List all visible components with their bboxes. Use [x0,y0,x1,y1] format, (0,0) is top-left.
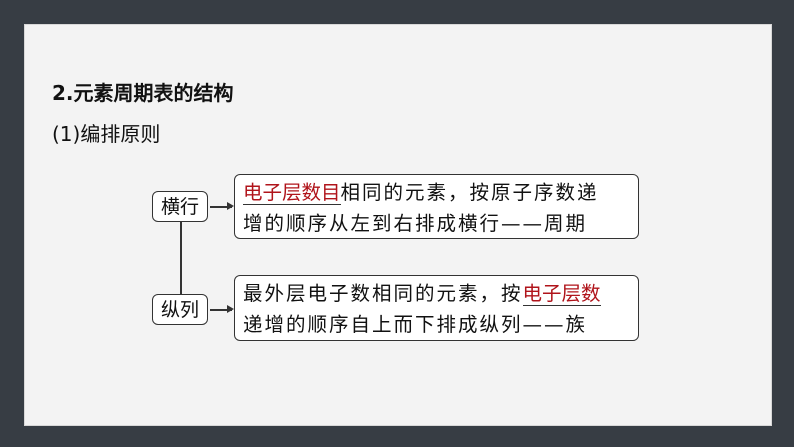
column-highlight: 电子层数 [522,282,601,306]
column-description-box: 最外层电子数相同的元素，按电子层数 递增的顺序自上而下排成纵列——族 [234,275,639,341]
row-description-box: 电子层数目相同的元素，按原子序数递 增的顺序从左到右排成横行——周期 [234,174,639,239]
row-label: 横行 [152,191,208,222]
column-label: 纵列 [152,294,208,325]
row-line1: 相同的元素，按原子序数递 [340,181,599,204]
connector-line [180,222,182,294]
row-line2: 增的顺序从左到右排成横行——周期 [243,212,588,235]
row-arrow-icon [210,203,234,209]
section-title: 2.元素周期表的结构 [52,81,234,105]
column-arrow-icon [210,306,234,312]
column-line2: 递增的顺序自上而下排成纵列——族 [243,313,588,336]
subsection-title: (1)编排原则 [52,122,161,146]
row-highlight: 电子层数目 [243,181,341,205]
column-line1: 最外层电子数相同的元素，按 [243,282,523,305]
